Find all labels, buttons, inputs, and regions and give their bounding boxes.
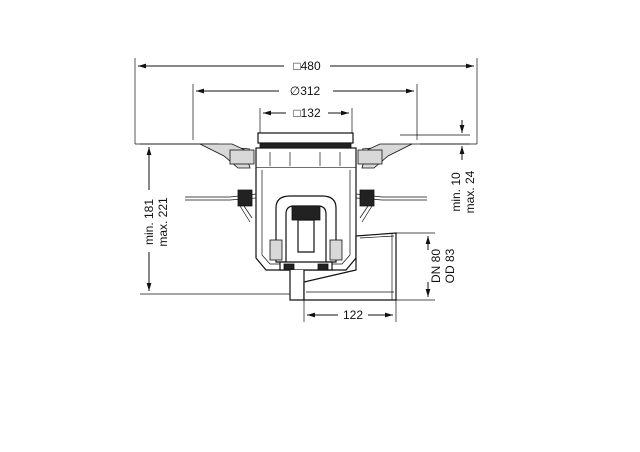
dimension-label-adjust-max: max. 24 [463, 170, 477, 213]
dimension-adjustment: min. 10 max. 24 [400, 120, 477, 213]
dimension-label-122: 122 [343, 308, 363, 322]
dimension-label-height-max: max. 221 [156, 197, 170, 247]
dimension-label-od: OD 83 [443, 248, 457, 283]
dimension-outlet-offset: 122 [303, 298, 397, 322]
dimension-label-312: ∅312 [290, 84, 321, 98]
dimension-diameter: ∅312 [192, 84, 418, 140]
drain-body [135, 132, 477, 301]
dimension-grate: □132 [259, 106, 353, 133]
dimension-label-480: □480 [293, 59, 321, 73]
dimension-label-dn: DN 80 [429, 249, 443, 283]
dimension-label-height-min: min. 181 [142, 199, 156, 245]
dimension-pipe: DN 80 OD 83 [396, 232, 457, 301]
dimension-overall-width: □480 [134, 58, 478, 144]
dimension-label-132: □132 [293, 106, 321, 120]
dimension-label-adjust-min: min. 10 [449, 172, 463, 212]
